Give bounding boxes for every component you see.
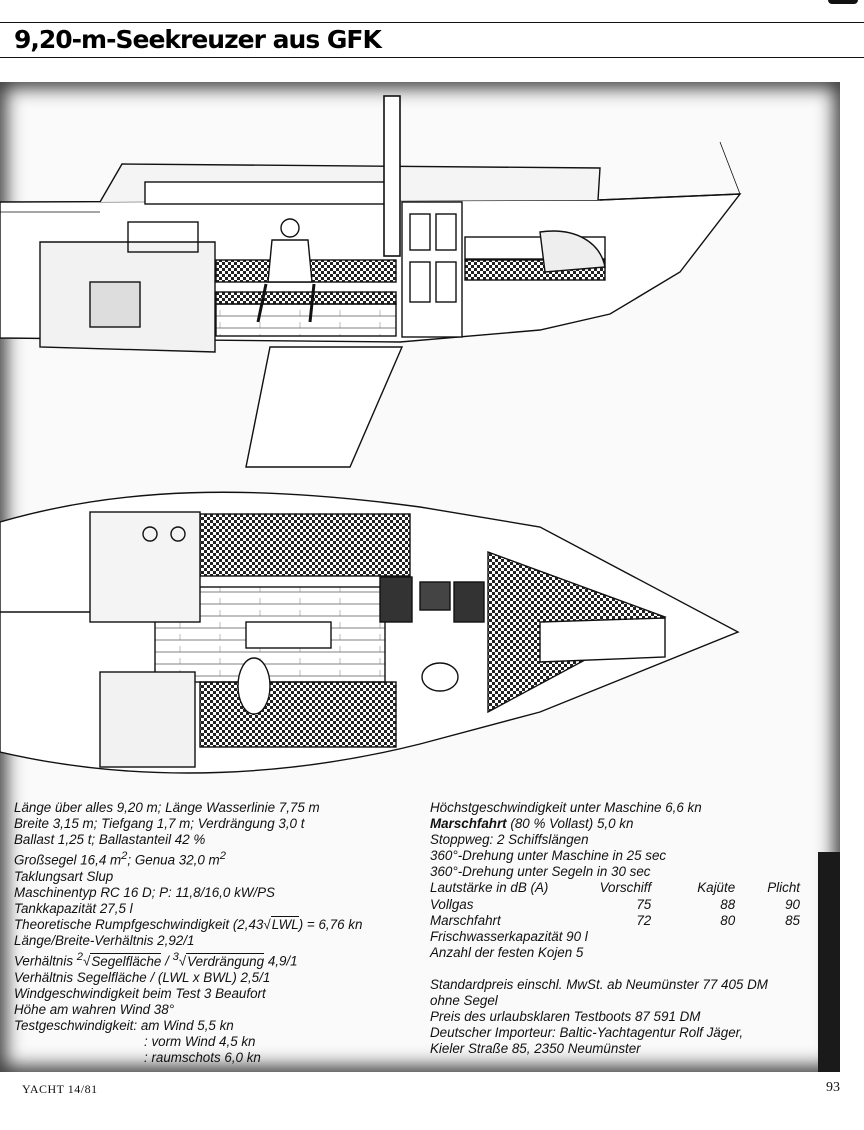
spec-test-speed: Testgeschwindigkeit: am Wind 5,5 kn <box>14 1018 406 1034</box>
test-speed-reaching: : raumschots 6,0 kn <box>144 1050 261 1066</box>
root-sail-area: Segelfläche <box>90 952 162 969</box>
noise-table: Lautstärke in dB (A) Vorschiff Kajüte Pl… <box>430 880 800 928</box>
test-speed-upwind: am Wind 5,5 kn <box>140 1018 234 1034</box>
spec-tank: Tankkapazität 27,5 l <box>14 901 133 917</box>
spec-turn-engine: 360°-Drehung unter Maschine in 25 sec <box>430 848 667 864</box>
side-profile-drawing <box>0 95 742 468</box>
spec-sails-genua: ; Genua 32,0 m <box>127 852 220 868</box>
edge-bar <box>818 852 840 1072</box>
title-rule <box>0 57 864 58</box>
cruise-label: Marschfahrt <box>430 816 507 832</box>
spec-sails-main: Großsegel 16,4 m <box>14 852 122 868</box>
spec-sail-area-ratio: Verhältnis Segelfläche / (LWL x BWL) 2,5… <box>14 969 271 985</box>
noise-header-label: Lautstärke in dB (A) <box>430 880 549 896</box>
test-speed-downwind: : vorm Wind 4,5 kn <box>144 1034 256 1050</box>
spec-fresh-water: Frischwasserkapazität 90 l <box>430 928 588 944</box>
specs-left-column: Länge über alles 9,20 m; Länge Wasserlin… <box>14 800 406 1066</box>
sqrt-symbol: √ <box>83 953 91 969</box>
spec-ballast: Ballast 1,25 t; Ballastanteil 42 % <box>14 832 206 848</box>
specs-right-column: Höchstgeschwindigkeit unter Maschine 6,6… <box>430 800 800 1057</box>
noise-cell: 88 <box>720 896 736 912</box>
spec-berths: Anzahl der festen Kojen 5 <box>430 944 584 960</box>
magazine-issue: YACHT 14/81 <box>22 1082 98 1096</box>
spec-importer: Deutscher Importeur: Baltic-Yachtagentur… <box>430 1025 744 1041</box>
spec-sails-sup2: 2 <box>219 850 226 863</box>
spec-length-beam-ratio: Länge/Breite-Verhältnis 2,92/1 <box>14 933 195 949</box>
spec-importer-address: Kieler Straße 85, 2350 Neumünster <box>430 1041 641 1057</box>
spec-engine: Maschinentyp RC 16 D; P: 11,8/16,0 kW/PS <box>14 884 275 900</box>
noise-cell: 80 <box>720 912 736 928</box>
spec-sails: Großsegel 16,4 m2; Genua 32,0 m2 <box>14 848 406 869</box>
spec-wind-speed: Windgeschwindigkeit beim Test 3 Beaufort <box>14 985 266 1001</box>
spec-without-sails: ohne Segel <box>430 993 498 1009</box>
spec-turn-sail: 360°-Drehung unter Segeln in 30 sec <box>430 864 651 880</box>
spec-beam: Breite 3,15 m; Tiefgang 1,7 m; Verdrängu… <box>14 816 305 832</box>
noise-cell: 85 <box>785 912 800 928</box>
spec-test-speed-downwind: : vorm Wind 4,5 kn <box>14 1034 406 1050</box>
page-title: 9,20-m-Seekreuzer aus GFK <box>14 25 382 54</box>
cruise-value: (80 % Vollast) 5,0 kn <box>506 816 634 832</box>
top-rule <box>0 22 864 23</box>
spec-rig: Taklungsart Slup <box>14 868 114 884</box>
noise-header-cockpit: Plicht <box>767 880 800 896</box>
spec-hull-speed-root: LWL <box>270 916 299 933</box>
spec-test-boat-price: Preis des urlaubsklaren Testboots 87 591… <box>430 1009 701 1025</box>
spec-sail-displacement-ratio: Verhältnis 2√Segelfläche / 3√Verdrängung… <box>14 949 406 970</box>
noise-table-header: Lautstärke in dB (A) Vorschiff Kajüte Pl… <box>430 880 800 896</box>
noise-cell: 75 <box>636 896 652 912</box>
table-row: Vollgas 75 88 90 <box>430 897 800 913</box>
noise-row-label: Marschfahrt <box>430 912 501 928</box>
table-row: Marschfahrt 72 80 85 <box>430 913 800 929</box>
test-speed-label: Testgeschwindigkeit: <box>14 1018 138 1034</box>
noise-header-bow: Vorschiff <box>599 880 652 896</box>
spec-cruise-speed: Marschfahrt (80 % Vollast) 5,0 kn <box>430 816 800 832</box>
spec-sails-sup1: 2 <box>121 850 128 863</box>
noise-row-label: Vollgas <box>430 896 474 912</box>
ratio-slash: / <box>165 953 169 969</box>
noise-header-cabin: Kajüte <box>697 880 736 896</box>
sqrt-symbol: √ <box>178 953 187 969</box>
spec-test-speed-reaching: : raumschots 6,0 kn <box>14 1050 406 1066</box>
root-displacement: Verdrängung <box>186 952 265 969</box>
spec-hull-speed: Theoretische Rumpfgeschwindigkeit (2,43√… <box>14 916 406 933</box>
seated-figure <box>256 218 316 323</box>
sqrt-symbol: √ <box>263 917 271 933</box>
spec-stopping: Stoppweg: 2 Schiffslängen <box>430 832 589 848</box>
deck-plan-drawing <box>0 491 740 774</box>
spec-max-engine-speed: Höchstgeschwindigkeit unter Maschine 6,6… <box>430 800 702 815</box>
corner-mark <box>828 0 858 4</box>
spec-hull-speed-b: ) = 6,76 kn <box>298 917 363 933</box>
yacht-drawings <box>0 95 742 774</box>
spec-length: Länge über alles 9,20 m; Länge Wasserlin… <box>14 800 320 815</box>
spec-hull-speed-a: Theoretische Rumpfgeschwindigkeit (2,43 <box>14 917 264 933</box>
page-number: 93 <box>826 1080 840 1095</box>
noise-cell: 90 <box>785 896 800 912</box>
ratio-label: Verhältnis <box>14 953 74 969</box>
root-index-1: 2 <box>76 951 84 964</box>
noise-cell: 72 <box>636 912 652 928</box>
spec-pointing-angle: Höhe am wahren Wind 38° <box>14 1002 175 1018</box>
root-index-2: 3 <box>172 951 179 964</box>
ratio-value: 4,9/1 <box>267 953 298 969</box>
spec-standard-price: Standardpreis einschl. MwSt. ab Neumünst… <box>430 976 768 992</box>
